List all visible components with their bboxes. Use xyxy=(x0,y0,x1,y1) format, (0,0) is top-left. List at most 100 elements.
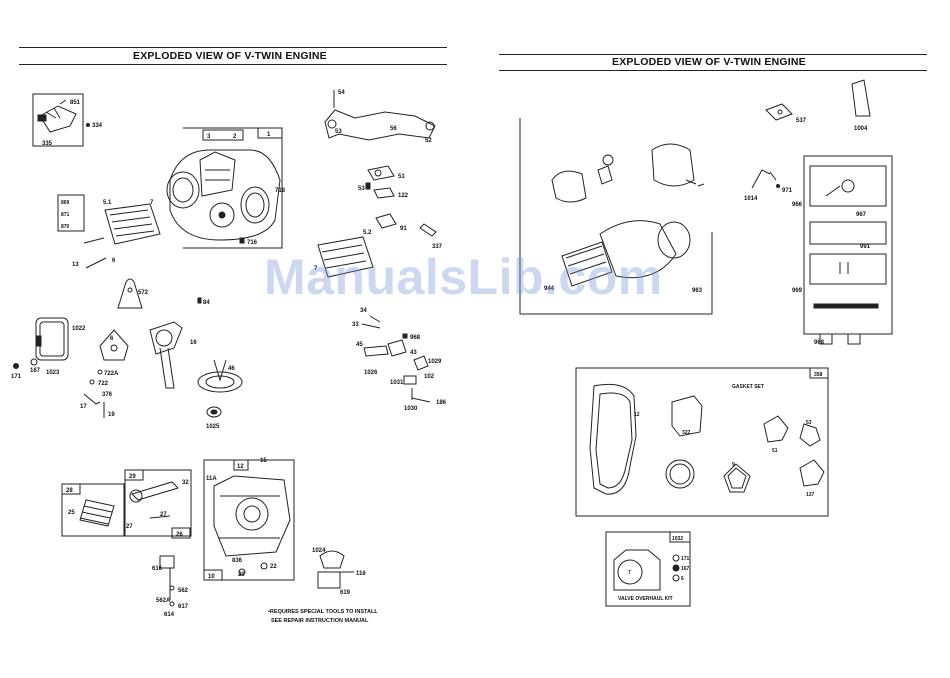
part-gear-46: 46 1025 xyxy=(197,359,243,430)
label-870: 870 xyxy=(61,224,70,230)
label-562a: 562A xyxy=(156,598,171,604)
part-fuel-pump-group: 34 33 968 45 43 1026 1029 102 1031 186 1… xyxy=(352,308,447,412)
label-722: 722 xyxy=(98,381,109,387)
label-966: 966 xyxy=(792,202,803,208)
label-186: 186 xyxy=(436,400,447,406)
label-968: 968 xyxy=(410,335,421,341)
label-25: 25 xyxy=(68,510,75,516)
label-33: 33 xyxy=(352,322,359,328)
label-1025: 1025 xyxy=(206,424,220,430)
special-tools-note-line2: SEE REPAIR INSTRUCTION MANUAL xyxy=(271,618,369,624)
label-11a: 11A xyxy=(206,476,217,482)
label-1030: 1030 xyxy=(404,406,418,412)
label-334: 334 xyxy=(92,123,103,129)
label-1004: 1004 xyxy=(854,126,868,132)
label-116: 116 xyxy=(356,571,366,577)
gasket-label-137: 137 xyxy=(806,492,815,498)
right-exploded-diagram: 944 963 537 1004 1014 971 966 xyxy=(519,79,893,607)
label-171: 171 xyxy=(11,374,22,380)
label-1: 1 xyxy=(267,132,271,138)
page-title-right: EXPLODED VIEW OF V-TWIN ENGINE xyxy=(612,56,806,68)
label-167: 167 xyxy=(30,368,41,374)
label-26: 26 xyxy=(176,532,183,538)
label-16: 16 xyxy=(190,340,197,346)
gasket-set-box: 358 GASKET SET 12 322 9 51 53 137 xyxy=(575,367,829,517)
part-537: 537 xyxy=(765,103,807,124)
label-15: 15 xyxy=(260,458,267,464)
overhaul-kit-number: 1032 xyxy=(672,536,683,542)
left-page: EXPLODED VIEW OF V-TWIN ENGINE 851 334 3… xyxy=(0,0,470,678)
overhaul-label-7: 7 xyxy=(628,570,631,576)
label-5-2: 5.2 xyxy=(363,230,372,236)
label-10: 10 xyxy=(208,574,215,580)
label-13: 13 xyxy=(72,262,79,268)
label-53-top: 53 xyxy=(335,129,342,135)
part-cylinder-head-5-2: 5.2 7 xyxy=(314,230,374,278)
label-968-panel: 968 xyxy=(814,340,825,346)
title-rule-top-right xyxy=(499,54,927,55)
label-337: 337 xyxy=(432,244,443,250)
label-614: 614 xyxy=(164,612,175,618)
part-1014-971: 1014 971 xyxy=(744,169,793,202)
label-869: 869 xyxy=(61,200,70,206)
label-52: 52 xyxy=(425,138,432,144)
label-54: 54 xyxy=(338,90,345,96)
label-51: 51 xyxy=(398,174,405,180)
overhaul-kit-label: VALVE OVERHAUL KIT xyxy=(618,596,673,602)
gasket-set-label: GASKET SET xyxy=(732,384,764,390)
label-32: 32 xyxy=(182,480,189,486)
label-12: 12 xyxy=(237,464,244,470)
gasket-set-number: 358 xyxy=(814,372,823,378)
label-6: 6 xyxy=(112,258,116,264)
right-page: EXPLODED VIEW OF V-TWIN ENGINE 944 963 5… xyxy=(480,0,950,678)
label-851: 851 xyxy=(70,100,81,106)
part-air-cleaner: 1022 171 167 1023 xyxy=(11,317,86,380)
part-335-box: 851 334 335 xyxy=(32,93,103,147)
label-562: 562 xyxy=(178,588,189,594)
label-722a: 722A xyxy=(104,371,119,377)
part-1024-carburetor: 1024 116 619 xyxy=(312,548,366,596)
label-3: 3 xyxy=(207,134,211,140)
label-20: 20 xyxy=(238,572,245,578)
label-616: 616 xyxy=(152,566,163,572)
part-572-84: 572 84 xyxy=(117,278,210,309)
label-1024: 1024 xyxy=(312,548,326,554)
part-gaskets-51-122: 51 53 122 91 337 xyxy=(358,165,443,250)
label-537: 537 xyxy=(796,118,807,124)
title-rule-bottom-right xyxy=(499,70,927,71)
part-starter-box: 944 963 xyxy=(519,118,713,315)
part-crankshaft-16: 16 xyxy=(149,321,197,389)
label-572: 572 xyxy=(138,290,149,296)
label-34: 34 xyxy=(360,308,367,314)
label-29: 29 xyxy=(129,474,136,480)
label-45: 45 xyxy=(356,342,363,348)
part-manifold: 54 53 56 52 xyxy=(324,90,436,144)
label-122: 122 xyxy=(398,193,409,199)
label-836: 836 xyxy=(232,558,243,564)
label-19: 19 xyxy=(108,412,115,418)
label-871: 871 xyxy=(61,212,70,218)
part-crankcase-cover-box: 12 15 11A 10 836 20 22 xyxy=(203,458,295,581)
valve-overhaul-kit-box: 1032 7 171 167 6 VALVE OVERHAUL KIT xyxy=(605,531,691,607)
label-56: 56 xyxy=(390,126,397,132)
label-91: 91 xyxy=(400,226,407,232)
label-84: 84 xyxy=(203,300,210,306)
label-2: 2 xyxy=(233,134,237,140)
label-963: 963 xyxy=(692,288,703,294)
label-1026: 1026 xyxy=(364,370,378,376)
part-con-rod-box-29: 29 32 27 27 26 xyxy=(124,469,192,539)
part-governor: 616 562 562A 617 614 xyxy=(152,555,189,618)
label-944: 944 xyxy=(544,286,555,292)
label-1023: 1023 xyxy=(46,370,60,376)
overhaul-label-6: 6 xyxy=(681,576,684,582)
label-27a: 27 xyxy=(126,524,133,530)
label-376: 376 xyxy=(102,392,113,398)
overhaul-label-171: 171 xyxy=(681,556,690,562)
label-5-1: 5.1 xyxy=(103,200,112,206)
label-335: 335 xyxy=(42,141,53,147)
label-617: 617 xyxy=(178,604,189,610)
label-1022: 1022 xyxy=(72,326,86,332)
label-28: 28 xyxy=(66,488,73,494)
part-control-panel: 966 967 991 969 968 xyxy=(792,155,893,346)
label-967: 967 xyxy=(856,212,867,218)
